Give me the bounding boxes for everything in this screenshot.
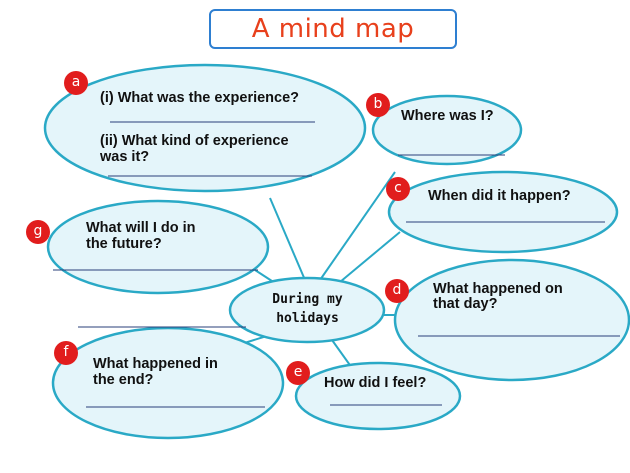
connector-c	[339, 231, 401, 283]
question-f-line2: the end?	[93, 372, 154, 388]
page-title: A mind map	[251, 14, 415, 44]
question-e: How did I feel?	[324, 375, 427, 391]
center-label: During my holidays	[240, 290, 375, 328]
title-box: A mind map	[209, 9, 457, 49]
center-label-line1: During my	[272, 292, 343, 307]
question-a-line1: (i) What was the experience?	[100, 90, 300, 106]
bubble-e	[294, 361, 462, 431]
question-g-line2: the future?	[86, 236, 162, 252]
badge-e: e	[286, 361, 310, 385]
badge-b: b	[366, 93, 390, 117]
bubble-c	[387, 170, 619, 254]
bubble-a	[43, 63, 367, 193]
bubble-d	[393, 258, 630, 382]
question-g-line1: What will I do in	[86, 220, 196, 236]
bubble-f	[51, 326, 285, 440]
question-f-line1: What happened in	[93, 356, 218, 372]
question-d-line1: What happened on	[433, 281, 563, 297]
question-d-line2: that day?	[433, 296, 498, 312]
answer-lines	[53, 121, 620, 408]
badge-d: d	[385, 279, 409, 303]
question-b: Where was I?	[401, 108, 494, 124]
badge-f: f	[54, 341, 78, 365]
badge-a: a	[64, 71, 88, 95]
question-a-line3: was it?	[100, 149, 150, 165]
question-a-line2: (ii) What kind of experience	[100, 133, 289, 149]
connector-b	[319, 171, 396, 281]
connector-a	[269, 197, 306, 281]
center-bubble	[228, 276, 386, 344]
bubble-b	[371, 94, 523, 166]
center-label-line2: holidays	[276, 311, 339, 326]
badge-g: g	[26, 220, 50, 244]
question-c: When did it happen?	[428, 188, 571, 204]
badge-c: c	[386, 177, 410, 201]
connector-e	[331, 339, 353, 369]
